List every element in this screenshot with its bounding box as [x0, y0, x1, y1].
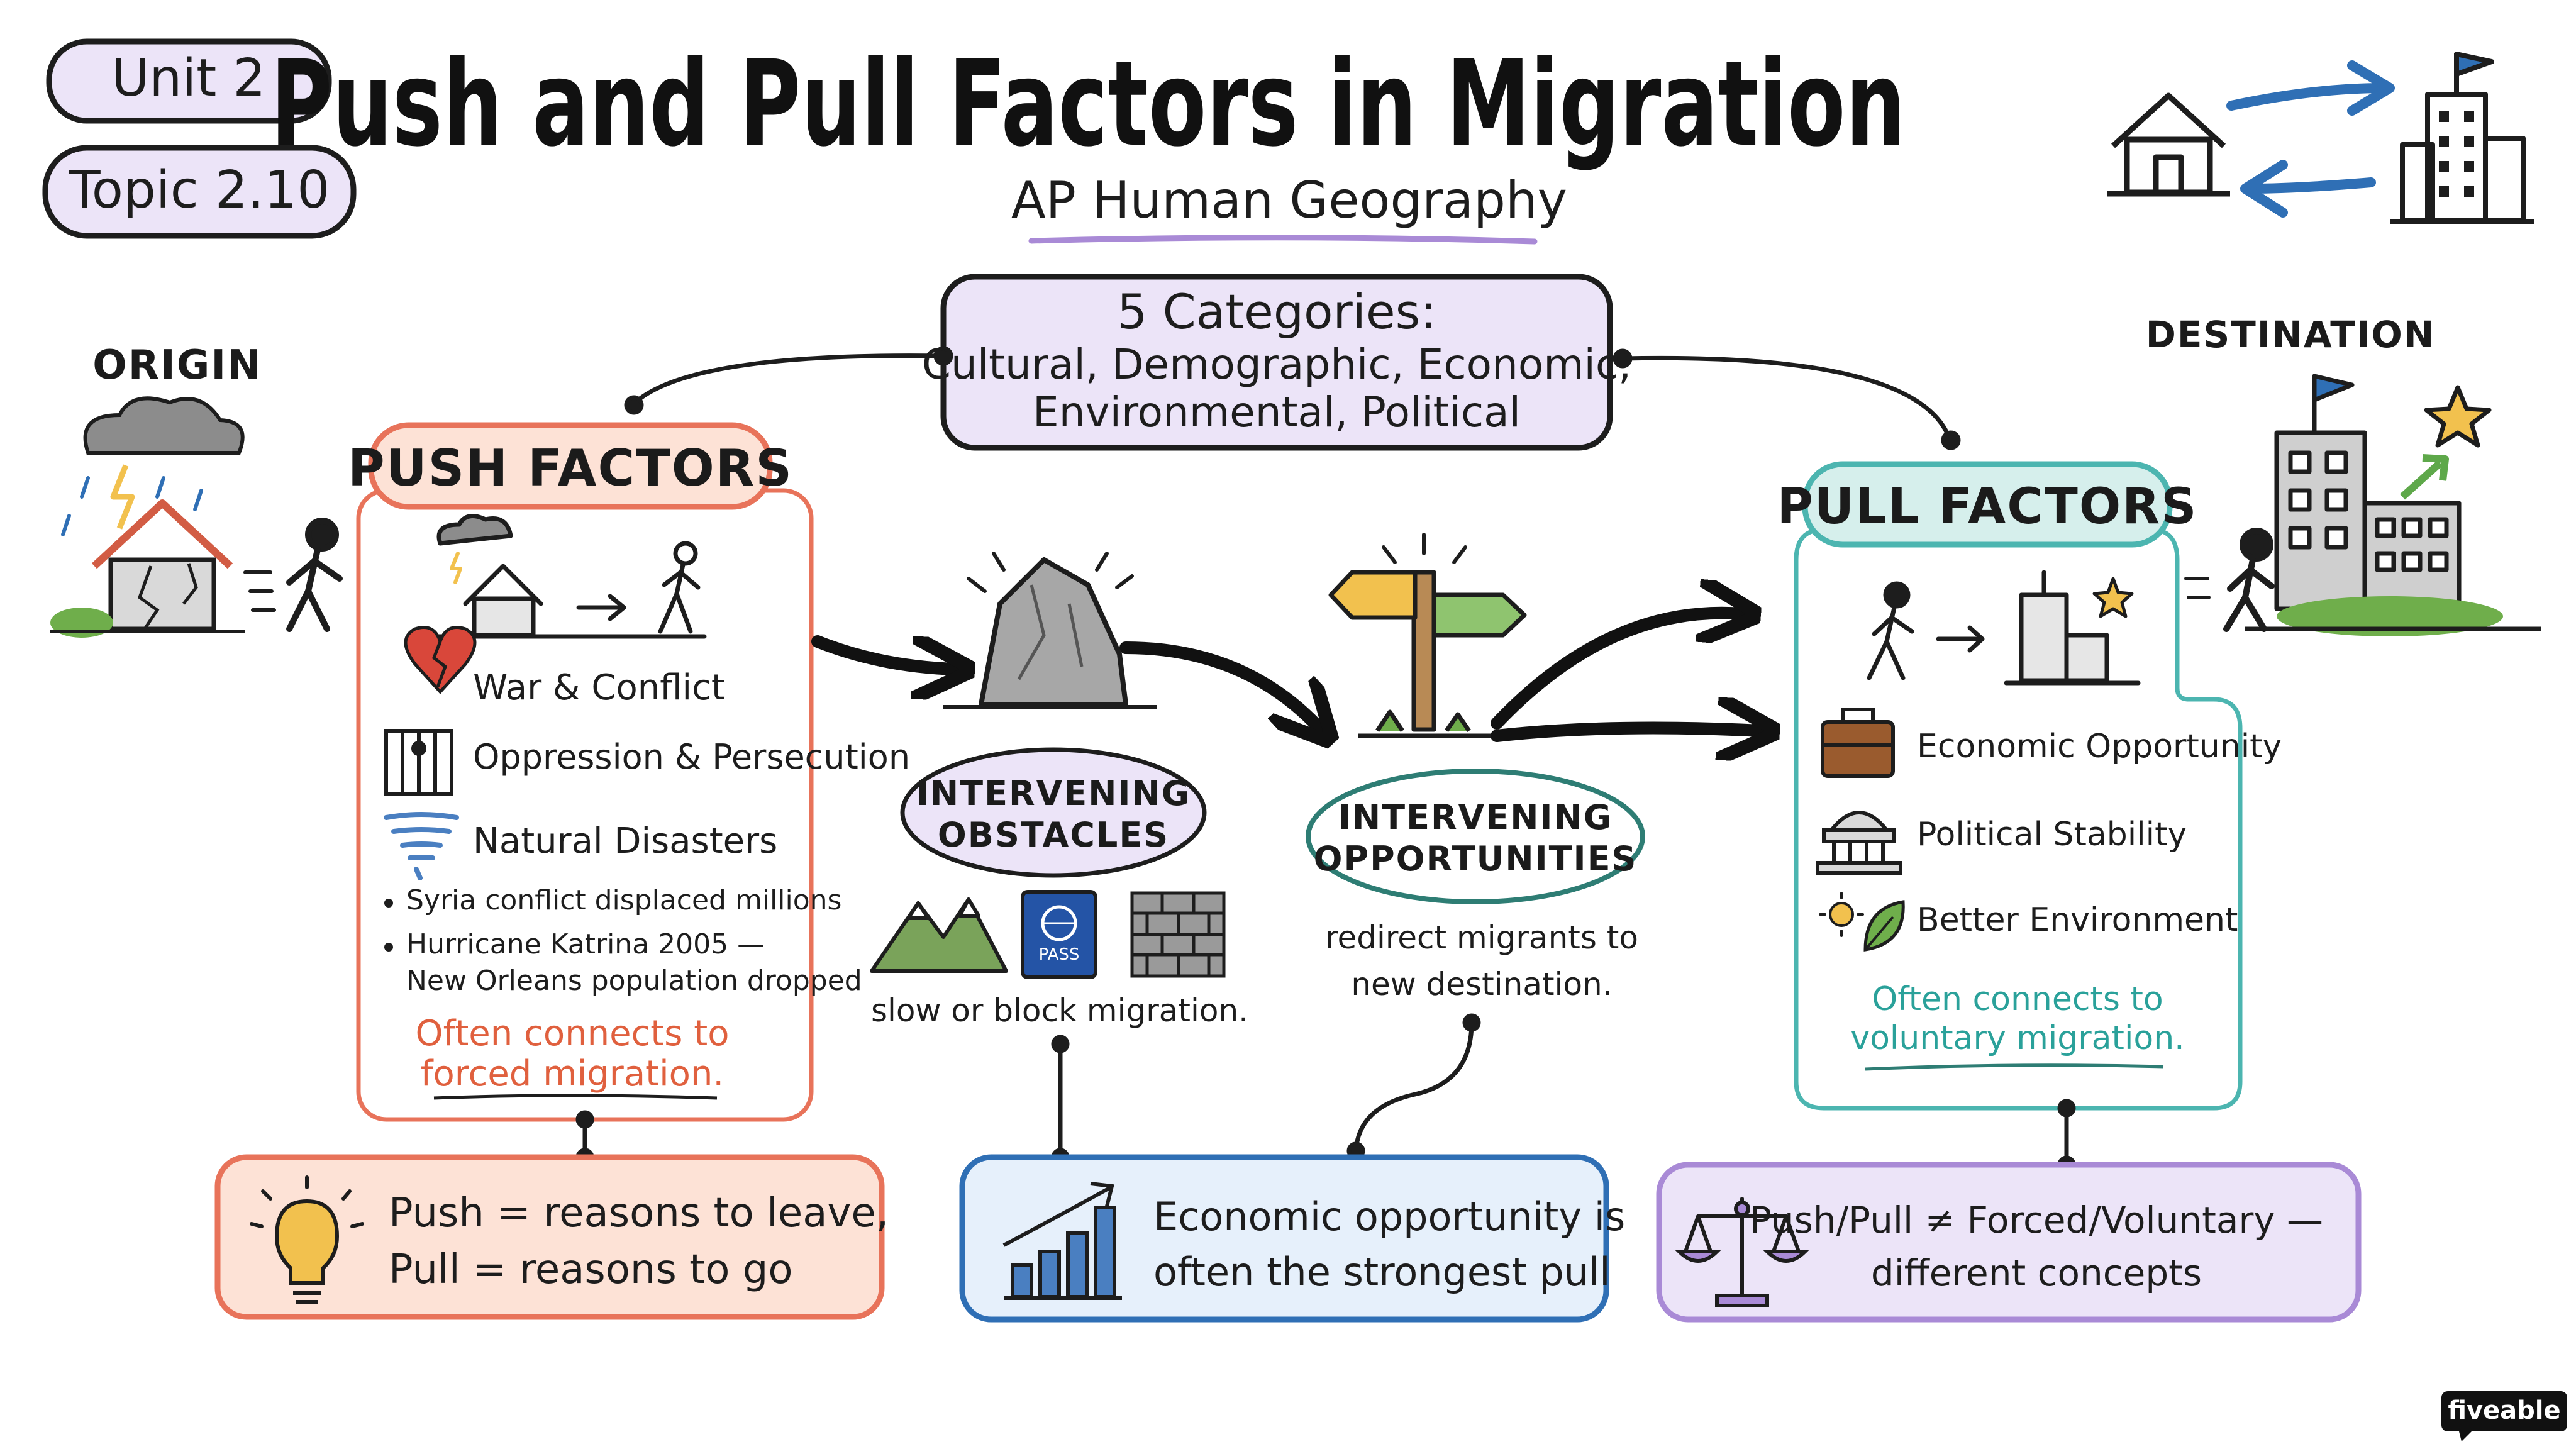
page-subtitle: AP Human Geography	[1011, 171, 1567, 230]
push-example-new-orleans: New Orleans population dropped	[406, 965, 862, 997]
push-item-war: War & Conflict	[473, 667, 725, 708]
briefcase-icon	[1821, 708, 1895, 778]
summary-box-economic: Economic opportunity is often the strong…	[959, 1154, 1625, 1323]
city-icon	[2390, 52, 2534, 224]
brick-wall-icon	[1130, 891, 1226, 978]
obstacles-connector	[1051, 1035, 1070, 1167]
pull-factors-panel: PULL FACTORS Economic Opportunity Politi	[1777, 461, 2282, 1111]
opportunities-caption-line-1: redirect migrants to	[1325, 919, 1638, 956]
intervening-obstacles-label: INTERVENING OBSTACLES	[900, 747, 1207, 878]
categories-box: 5 Categories: Cultural, Demographic, Eco…	[922, 274, 1631, 451]
house-icon	[2107, 92, 2230, 197]
pull-note-underline	[1865, 1063, 2164, 1071]
tornado-icon	[384, 812, 459, 880]
bar-chart-growth-icon	[1002, 1182, 1122, 1300]
push-factors-title: PUSH FACTORS	[348, 439, 793, 497]
pull-item-environment: Better Environment	[1917, 901, 2238, 939]
pull-item-political: Political Stability	[1917, 816, 2187, 853]
brand-name: fiveable	[2448, 1396, 2560, 1425]
summary-pull-definition: Pull = reasons to go	[389, 1246, 793, 1293]
push-item-disasters: Natural Disasters	[473, 821, 777, 862]
origin-label: ORIGIN	[92, 342, 262, 389]
obstacles-title-line-2: OBSTACLES	[938, 815, 1169, 855]
capitol-icon	[1816, 811, 1902, 875]
flow-arrows	[811, 613, 1761, 736]
push-example-syria: Syria conflict displaced millions	[406, 884, 841, 916]
pull-note-line-1: Often connects to	[1872, 980, 2163, 1018]
opportunities-connector	[1346, 1013, 1481, 1160]
pull-item-economic: Economic Opportunity	[1917, 728, 2282, 765]
summary-box-distinction: Push/Pull ≠ Forced/Voluntary — different…	[1656, 1162, 2362, 1323]
summary-push-definition: Push = reasons to leave,	[389, 1190, 889, 1236]
sun-leaf-icon	[1819, 892, 1905, 952]
pull-scene-icon	[1867, 570, 2141, 686]
balance-scale-icon	[1674, 1197, 1810, 1307]
opportunities-title-line-2: OPPORTUNITIES	[1314, 839, 1638, 879]
topic-label: Topic 2.10	[69, 160, 330, 220]
pull-note-line-2: voluntary migration.	[1850, 1019, 2184, 1057]
mountains-icon	[870, 897, 1008, 973]
obstacles-caption: slow or block migration.	[871, 992, 1248, 1029]
topic-badge: Topic 2.10	[42, 145, 357, 239]
pull-factors-title: PULL FACTORS	[1777, 479, 2198, 535]
destination-city-icon	[2245, 374, 2541, 636]
categories-line-2: Environmental, Political	[1033, 388, 1521, 436]
summary-box-definitions: Push = reasons to leave, Pull = reasons …	[214, 1154, 889, 1320]
fiveable-logo: fiveable	[2441, 1391, 2567, 1441]
opportunities-caption-line-2: new destination.	[1351, 966, 1612, 1002]
pull-to-summary-connector	[2057, 1099, 2076, 1174]
push-factors-panel: PUSH FACTORS War & Conflict Oppression &…	[348, 422, 910, 1122]
jail-bars-icon	[384, 729, 453, 796]
intervening-opportunities-label: INTERVENING OPPORTUNITIES	[1306, 769, 1645, 904]
opportunities-title-line-1: INTERVENING	[1338, 797, 1613, 837]
subtitle-underline	[1028, 235, 1538, 245]
boulder-icon	[943, 552, 1157, 709]
damaged-house-icon	[50, 499, 245, 638]
storm-cloud-icon	[61, 396, 245, 536]
lightbulb-icon	[250, 1175, 364, 1304]
push-note-line-1: Often connects to	[416, 1013, 730, 1054]
summary-distinction-line-2: different concepts	[1871, 1252, 2202, 1294]
summary-economic-line-2: often the strongest pull	[1153, 1249, 1610, 1295]
unit-badge: Unit 2	[46, 38, 332, 124]
category-connectors	[624, 346, 1961, 450]
summary-economic-line-1: Economic opportunity is	[1153, 1194, 1625, 1240]
push-note-underline	[433, 1094, 718, 1100]
arriving-person-icon	[2184, 528, 2275, 632]
bullet	[384, 899, 393, 908]
push-note-line-2: forced migration.	[421, 1053, 724, 1094]
destination-label: DESTINATION	[2146, 313, 2436, 356]
page-title: Push and Pull Factors in Migration	[270, 35, 1906, 173]
categories-line-1: Cultural, Demographic, Economic,	[922, 340, 1631, 389]
obstacles-title-line-1: INTERVENING	[916, 774, 1191, 813]
unit-label: Unit 2	[111, 48, 265, 108]
push-scene-icon	[431, 514, 707, 639]
migration-arrows-icon	[2226, 60, 2395, 218]
fleeing-person-icon	[243, 518, 343, 632]
push-example-katrina: Hurricane Katrina 2005 —	[406, 928, 765, 960]
push-item-oppression: Oppression & Persecution	[473, 737, 910, 777]
passport-text: PASS	[1039, 945, 1080, 964]
signpost-icon	[1328, 533, 1527, 738]
passport-icon: PASS	[1021, 890, 1097, 979]
summary-distinction-line-1: Push/Pull ≠ Forced/Voluntary —	[1750, 1199, 2323, 1241]
bullet	[384, 943, 393, 952]
broken-heart-icon	[404, 626, 477, 694]
categories-heading: 5 Categories:	[1117, 284, 1436, 340]
